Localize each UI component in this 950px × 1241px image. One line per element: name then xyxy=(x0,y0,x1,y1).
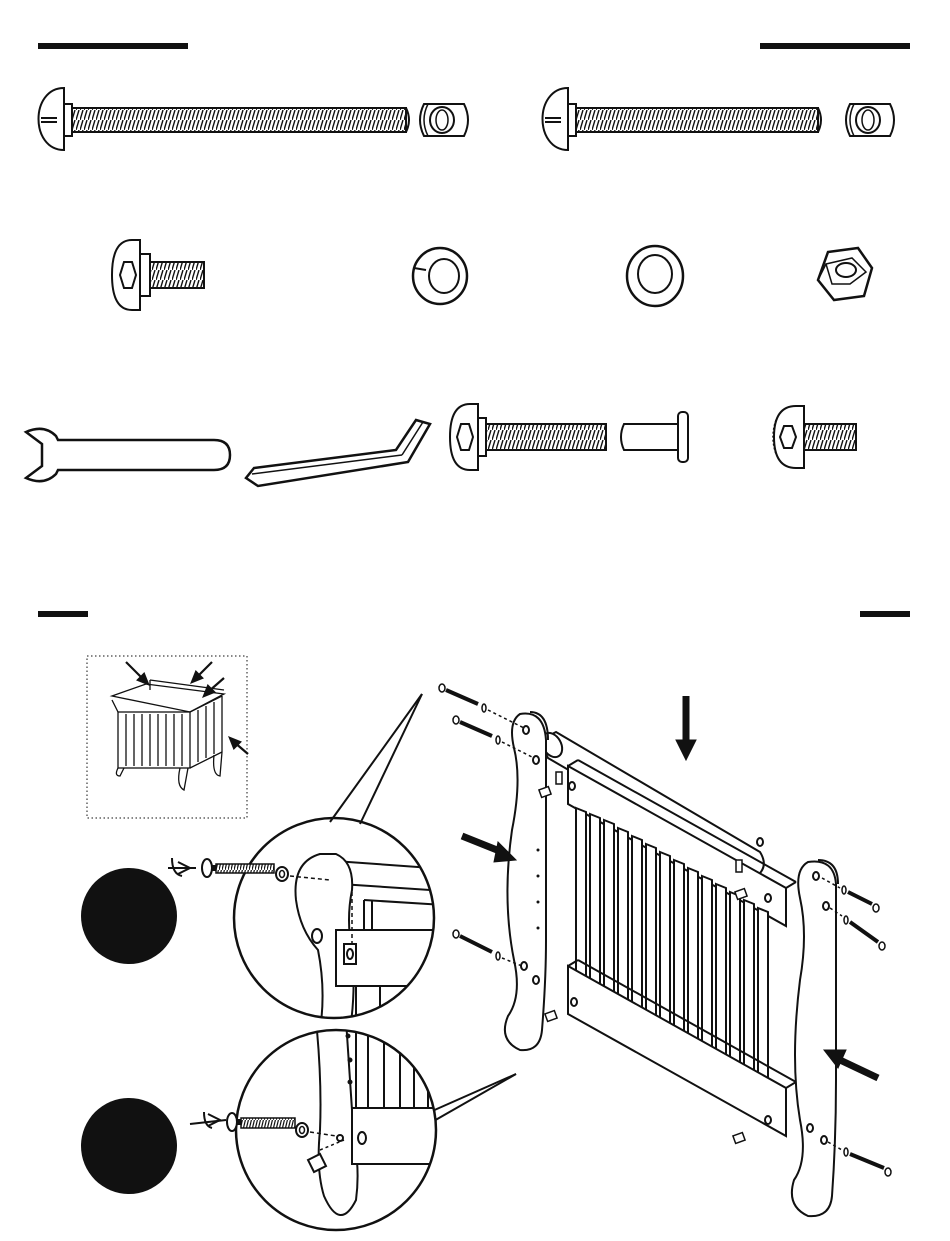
sleeve-nut-icon xyxy=(621,412,688,462)
arrow-down-icon xyxy=(676,696,696,760)
section-rule-right xyxy=(860,611,910,617)
bolt-right-2-icon xyxy=(830,908,885,950)
section-rule-left xyxy=(38,611,88,617)
flange-bolt-icon xyxy=(773,406,856,468)
detail-2-bolt-icon xyxy=(190,1112,336,1137)
hex-nut-icon xyxy=(818,248,872,300)
barrel-nut-right-icon xyxy=(846,104,894,136)
bolt-right-3-icon xyxy=(828,1142,891,1176)
short-hex-bolt-icon xyxy=(112,240,204,310)
long-bolt-right-icon xyxy=(543,88,822,150)
flat-washer-icon xyxy=(627,246,683,306)
medium-hex-bolt-icon xyxy=(450,404,606,470)
header-rule-left xyxy=(38,43,188,49)
step-2-marker xyxy=(81,1098,177,1194)
bolt-top-left-1-icon xyxy=(439,684,524,728)
crib-overview-inset xyxy=(87,656,248,818)
lock-washer-icon xyxy=(413,248,467,304)
allen-key-icon xyxy=(246,420,430,486)
wrench-icon xyxy=(26,429,230,481)
step-1-marker xyxy=(81,868,177,964)
long-bolt-left-icon xyxy=(39,88,410,150)
detail-callout-2 xyxy=(190,1020,516,1230)
barrel-nut-left-icon xyxy=(420,104,468,136)
header-rule-right xyxy=(760,43,910,49)
exploded-crib-end-assembly xyxy=(505,712,838,1216)
arrow-right-icon xyxy=(462,836,516,862)
